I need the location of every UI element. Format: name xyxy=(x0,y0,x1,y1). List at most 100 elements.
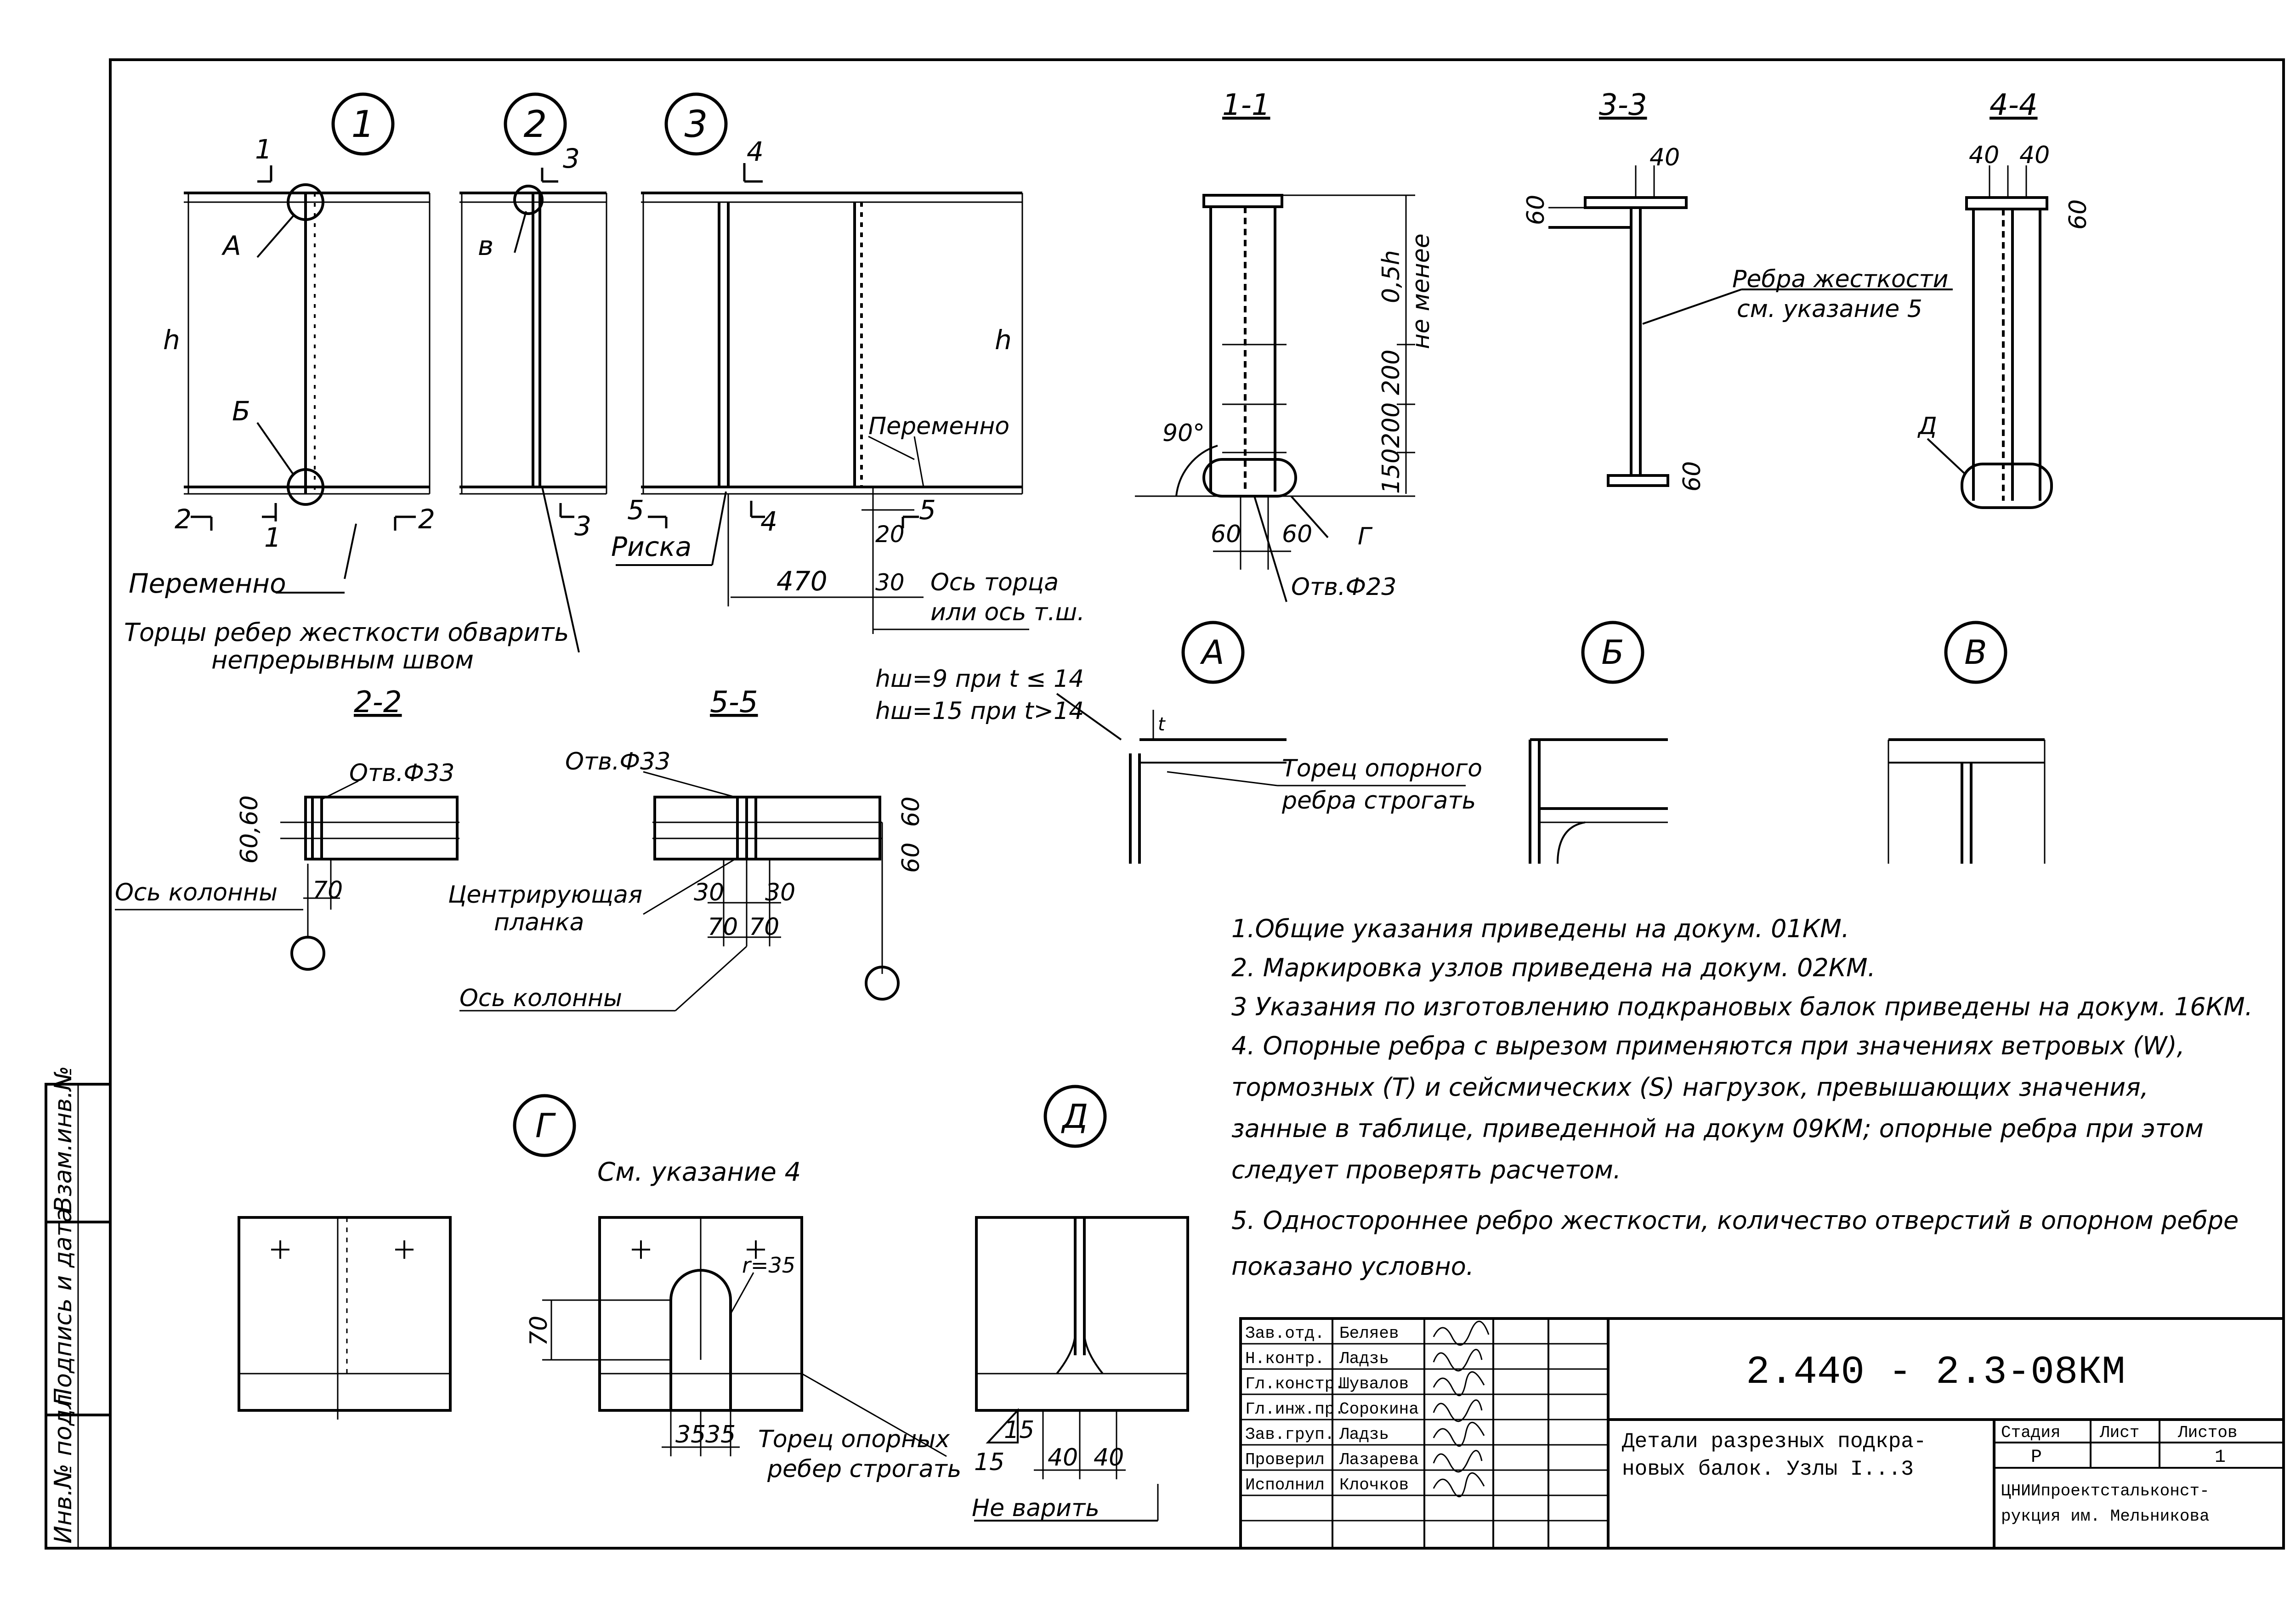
node-g-detail-left xyxy=(238,1216,452,1420)
detail-marker-2: 2 xyxy=(524,103,547,146)
node3-cut-5-left: 5 xyxy=(627,494,644,526)
node1-height: h xyxy=(163,324,180,356)
node1-cut-1-bottom: 1 xyxy=(264,522,281,553)
node2-point-v: в xyxy=(478,230,493,261)
tb-name-1: Ладзь xyxy=(1339,1349,1389,1368)
sheet-frame xyxy=(109,58,2285,1550)
nodeD-d40b: 40 xyxy=(1094,1444,1124,1471)
sec55-d70b: 70 xyxy=(749,913,779,941)
node-2-drawing xyxy=(459,168,607,653)
sec33-d60a: 60 xyxy=(1522,195,1550,225)
sec55-axis: Ось колонны xyxy=(459,985,622,1012)
section-title-1-1: 1-1 xyxy=(1222,88,1270,122)
nodeG2-note-2: ребер строгать xyxy=(767,1455,961,1483)
tb-sheet-label: Лист xyxy=(2099,1423,2139,1442)
tb-sheets: 1 xyxy=(2215,1447,2226,1468)
sec11-d60b: 60 xyxy=(1282,521,1312,548)
weld-note-line-1: Торцы ребер жесткости обварить xyxy=(124,618,569,647)
note-5-line-2: показано условно. xyxy=(1231,1252,1474,1281)
node2-cut-3-bottom: 3 xyxy=(574,510,591,542)
node-marker-g: Г xyxy=(535,1106,556,1145)
tb-role-0: Зав.отд. xyxy=(1245,1324,1325,1343)
node1-cut-2-left: 2 xyxy=(175,504,192,535)
sec11-d05: 0,5h xyxy=(1377,250,1405,303)
tb-name-3: Сорокина xyxy=(1339,1400,1419,1419)
node3-cut-4-bottom: 4 xyxy=(760,506,777,537)
node2-cut-3-top: 3 xyxy=(563,143,580,174)
node-marker-v: В xyxy=(1964,633,1987,672)
weld-formula-1: hш=9 при t ≤ 14 xyxy=(875,665,1084,693)
detail-marker-1: 1 xyxy=(351,103,375,146)
section-1-1-drawing xyxy=(1135,194,1415,602)
section-title-3-3: 3-3 xyxy=(1599,88,1647,122)
nodeG2-d35a: 35 xyxy=(675,1421,706,1449)
stamp-signature: Подпись и дата xyxy=(50,1208,77,1406)
node3-cut-4-top: 4 xyxy=(747,136,764,167)
tb-role-3: Гл.инж.пр. xyxy=(1245,1400,1344,1419)
node1-alternate: Переменно xyxy=(129,568,286,599)
tb-role-1: Н.контр. xyxy=(1245,1349,1325,1368)
section-2-2-drawing xyxy=(115,780,459,971)
nodeD-note: Не варить xyxy=(972,1494,1100,1522)
nodeG-title: См. указание 4 xyxy=(597,1157,801,1187)
node-d-detail xyxy=(974,1216,1189,1522)
sec33-stiffener-1: Ребра жесткости xyxy=(1732,266,1948,293)
tb-doc-code: 2.440 - 2.3-08КМ xyxy=(1746,1350,2126,1395)
note-2: 2. Маркировка узлов приведена на докум. … xyxy=(1231,953,1876,982)
tb-role-6: Исполнил xyxy=(1245,1476,1325,1494)
nodeD-d15b: 15 xyxy=(974,1449,1004,1476)
signatures xyxy=(1433,1320,1490,1498)
sec11-d60a: 60 xyxy=(1211,521,1241,548)
note-4-line-2: тормозных (Т) и сейсмических (S) нагрузо… xyxy=(1231,1073,2148,1102)
node3-mark: Риска xyxy=(611,531,692,562)
node1-cut-1-top: 1 xyxy=(255,134,272,165)
nodeA-note-1: Торец опорного xyxy=(1282,755,1482,782)
tb-role-4: Зав.груп. xyxy=(1245,1425,1334,1444)
node-g-detail-right xyxy=(542,1216,947,1457)
sec22-d6060: 60,60 xyxy=(236,795,263,864)
node1-point-b: Б xyxy=(232,396,250,427)
section-title-5-5: 5-5 xyxy=(710,685,758,719)
section-3-3-drawing xyxy=(1548,165,1953,487)
weld-note-line-2: непрерывным швом xyxy=(211,645,474,674)
sec22-d70: 70 xyxy=(312,877,343,904)
tb-role-5: Проверил xyxy=(1245,1450,1325,1469)
sec44-node: Д xyxy=(1917,413,1937,440)
node1-cut-2-right: 2 xyxy=(418,504,435,535)
sec22-hole: Отв.Ф33 xyxy=(349,759,454,787)
sec11-d200b: 200 xyxy=(1377,402,1405,448)
note-3: 3 Указания по изготовлению подкрановых б… xyxy=(1231,992,2253,1021)
section-5-5-drawing xyxy=(459,771,900,1012)
note-4-line-4: следует проверять расчетом. xyxy=(1231,1155,1621,1184)
nodeG2-d35b: 35 xyxy=(705,1421,736,1449)
note-1: 1.Общие указания приведены на докум. 01К… xyxy=(1231,914,1849,943)
nodeG2-d70: 70 xyxy=(525,1316,553,1346)
node-a-detail xyxy=(1129,710,1466,864)
tb-org-line-2: рукция им. Мельникова xyxy=(2001,1507,2210,1526)
sec33-d40: 40 xyxy=(1649,144,1680,171)
node3-axis-note-1: Ось торца xyxy=(930,569,1059,596)
note-4-line-1: 4. Опорные ребра с вырезом применяются п… xyxy=(1231,1031,2185,1060)
stamp-replaced: Взам.инв.№ xyxy=(50,1066,77,1213)
section-4-4-drawing xyxy=(1927,165,2053,509)
node3-dim-20: 20 xyxy=(875,521,905,548)
sec11-hole: Отв.Ф23 xyxy=(1291,573,1396,601)
node3-alternate: Переменно xyxy=(868,413,1009,440)
node-1-drawing xyxy=(184,165,431,594)
node-marker-b: Б xyxy=(1601,633,1624,672)
note-4-line-3: занные в таблице, приведенной на докум 0… xyxy=(1231,1114,2204,1143)
sec11-angle: 90° xyxy=(1162,419,1205,447)
sec55-d60a: 60 xyxy=(897,797,925,827)
sec11-not-less: не менее xyxy=(1407,233,1435,349)
node-3-drawing xyxy=(616,163,1029,634)
sec44-d60: 60 xyxy=(2064,199,2092,230)
sec55-plate-2: планка xyxy=(494,909,584,936)
node3-cut-5-right: 5 xyxy=(919,494,936,526)
sec44-d40a: 40 xyxy=(1969,141,1999,169)
tb-title-line-1: Детали разрезных подкра- xyxy=(1622,1430,1927,1454)
title-block xyxy=(1239,1317,2285,1550)
stamp-inventory: Инв.№ подл xyxy=(50,1394,77,1544)
node-marker-a: А xyxy=(1200,633,1224,672)
node1-point-a: А xyxy=(221,230,241,261)
node3-axis-note-2: или ось т.ш. xyxy=(930,599,1085,626)
